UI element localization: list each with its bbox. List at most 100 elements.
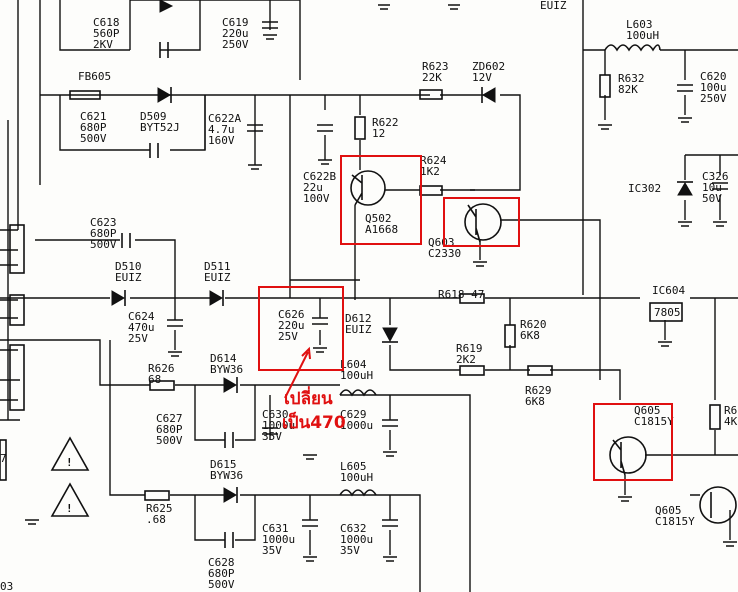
label-c624-line-2: 25V xyxy=(128,332,148,345)
annotation-arrow xyxy=(284,346,311,399)
label-c623-line-0: C623 xyxy=(90,216,117,229)
label-c622b-line-2: 100V xyxy=(303,192,330,205)
label-c626-line-0: C626 xyxy=(278,308,305,321)
label-r619-line-0: R619 xyxy=(456,342,483,355)
label-c622a-line-0: C622A xyxy=(208,112,241,125)
label-c631-line-0: C631 xyxy=(262,522,289,535)
label-c619-line-1: 220u xyxy=(222,27,249,40)
label-q605b-line-0: Q605 xyxy=(655,504,682,517)
label-c631-line-2: 35V xyxy=(262,544,282,557)
svg-text:!: ! xyxy=(66,456,73,469)
label-c626-line-1: 220u xyxy=(278,319,305,332)
label-c621-line-0: C621 xyxy=(80,110,107,123)
label-r622-line-1: 12 xyxy=(372,127,385,140)
label-ic302-line-0: IC302 xyxy=(628,182,661,195)
label-d509-line-0: D509 xyxy=(140,110,167,123)
resistors xyxy=(144,74,721,501)
label-c630-line-0: C630 xyxy=(262,408,289,421)
label-c632-line-1: 1000u xyxy=(340,533,373,546)
label-frag03-line-0: 03 xyxy=(0,580,13,592)
label-c628-line-1: 680P xyxy=(208,567,235,580)
label-l603-line-0: L603 xyxy=(626,18,653,31)
label-c620-line-0: C620 xyxy=(700,70,727,83)
label-frag7-line-0: 7 xyxy=(0,452,7,465)
label-r623-line-1: 22K xyxy=(422,71,442,84)
highlight-q502 xyxy=(340,155,422,245)
label-r620-line-1: 6K8 xyxy=(520,329,540,342)
label-r619-line-1: 2K2 xyxy=(456,353,476,366)
label-c619-line-2: 250V xyxy=(222,38,249,51)
label-q502-line-0: Q502 xyxy=(365,212,392,225)
label-c619-line-0: C619 xyxy=(222,16,249,29)
label-c326-line-2: 50V xyxy=(702,192,722,205)
label-d509-line-1: BYT52J xyxy=(140,121,180,134)
label-c630-line-2: 35V xyxy=(262,430,282,443)
label-r626-line-0: R626 xyxy=(148,362,175,375)
label-r632-line-1: 82K xyxy=(618,83,638,96)
label-r632-line-0: R632 xyxy=(618,72,645,85)
label-c620-line-2: 250V xyxy=(700,92,727,105)
label-d614-line-0: D614 xyxy=(210,352,237,365)
label-c627-line-0: C627 xyxy=(156,412,183,425)
label-c629-line-1: 1000u xyxy=(340,419,373,432)
label-fb605: FB605 xyxy=(78,70,111,83)
label-d615-line-1: BYW36 xyxy=(210,469,243,482)
label-q603-line-1: C2330 xyxy=(428,247,461,260)
label-c623-line-2: 500V xyxy=(90,238,117,251)
label-c622a-line-2: 160V xyxy=(208,134,235,147)
label-l603-line-1: 100uH xyxy=(626,29,659,42)
label-c618-line-2: 2KV xyxy=(93,38,113,51)
label-c632-line-2: 35V xyxy=(340,544,360,557)
label-c621-line-2: 500V xyxy=(80,132,107,145)
label-c626-line-2: 25V xyxy=(278,330,298,343)
label-d510-line-0: D510 xyxy=(115,260,142,273)
label-ic604-line-0: IC604 xyxy=(652,284,685,297)
label-c623-line-1: 680P xyxy=(90,227,117,240)
label-d612-line-1: EUIZ xyxy=(345,323,372,336)
svg-text:7805: 7805 xyxy=(654,306,681,319)
label-c618-line-0: C618 xyxy=(93,16,120,29)
highlight-q605 xyxy=(593,403,673,481)
label-d511-line-0: D511 xyxy=(204,260,231,273)
transistors xyxy=(350,170,737,524)
diodes xyxy=(111,0,693,503)
label-c326-line-1: 10u xyxy=(702,181,722,194)
annotation-line1: เปลี่ยน xyxy=(284,386,333,409)
label-q605a-line-1: C1815Y xyxy=(634,415,674,428)
label-ic604: IC604 xyxy=(652,284,685,297)
label-d510-line-1: EUIZ xyxy=(115,271,142,284)
label-zd602-line-0: ZD602 xyxy=(472,60,505,73)
label-c627-line-2: 500V xyxy=(156,434,183,447)
label-euiz_top-line-0: EUIZ xyxy=(540,0,567,12)
label-c624-line-0: C624 xyxy=(128,310,155,323)
label-r624-line-0: R624 xyxy=(420,154,447,167)
label-c622a-line-1: 4.7u xyxy=(208,123,235,136)
svg-text:!: ! xyxy=(66,502,73,515)
label-d615-line-0: D615 xyxy=(210,458,237,471)
label-r625-line-1: .68 xyxy=(146,513,166,526)
